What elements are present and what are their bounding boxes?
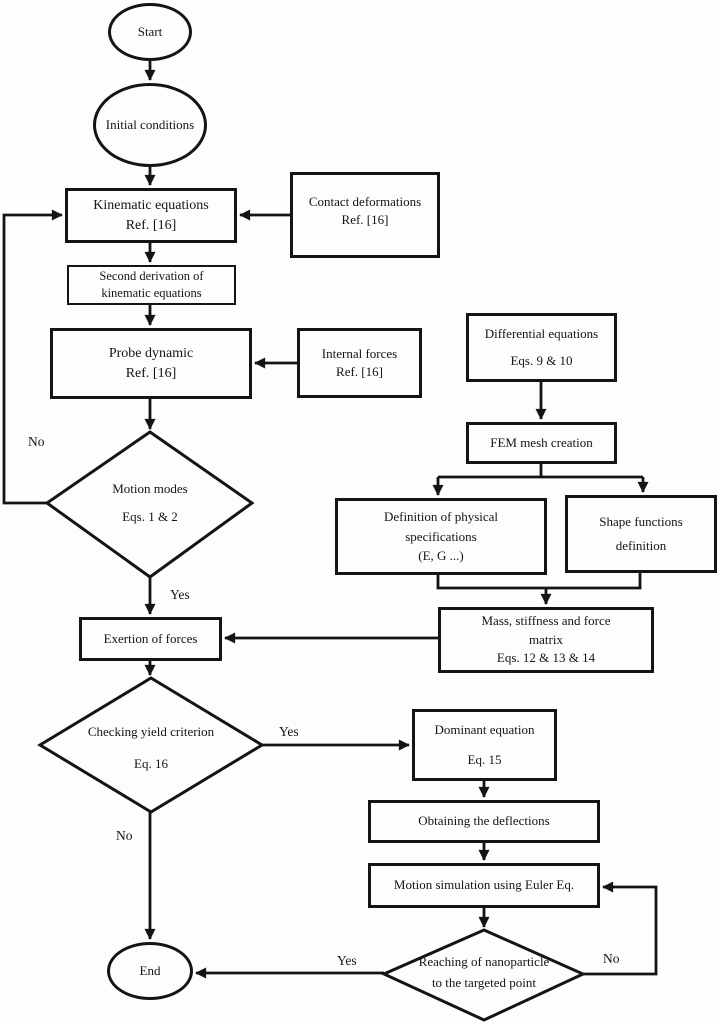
branch-label-yes: Yes [337, 953, 357, 968]
node-label: Start [137, 23, 163, 39]
node-label: Second derivation of [99, 269, 204, 284]
node-label: End [139, 962, 161, 978]
node-obtaining-deflections: Obtaining the deflections [368, 800, 600, 843]
node-ref: Ref. [16] [336, 364, 383, 379]
node-label: Dominant equation [434, 721, 535, 737]
node-label: matrix [529, 631, 563, 647]
node-contact-deformations: Contact deformations Ref. [16] [290, 172, 440, 258]
node-end: End [107, 942, 193, 1000]
edge-motionmodes-no-feedback [2, 209, 63, 505]
node-eq: Eqs. 12 & 13 & 14 [496, 650, 596, 666]
edge-reaching-no-loop [583, 881, 658, 976]
node-second-derivation: Second derivation of kinematic equations [67, 265, 236, 305]
node-label: Motion simulation using Euler Eq. [393, 877, 575, 893]
node-label: Probe dynamic [108, 345, 194, 361]
node-internal-forces: Internal forces Ref. [16] [297, 328, 422, 398]
node-mass-stiffness-matrix: Mass, stiffness and force matrix Eqs. 12… [438, 607, 654, 673]
node-start: Start [108, 3, 192, 61]
node-label: FEM mesh creation [490, 434, 593, 450]
node-label: Internal forces [321, 345, 398, 361]
node-shape-functions: Shape functions definition [565, 495, 717, 573]
branch-label-yes: Yes [279, 724, 299, 739]
node-definition-physical: Definition of physical specifications (E… [335, 498, 547, 575]
node-label: Exertion of forces [103, 630, 198, 646]
node-probe-dynamic: Probe dynamic Ref. [16] [50, 328, 252, 399]
node-label: Contact deformations [308, 194, 422, 209]
node-label: Definition of physical [383, 509, 499, 525]
node-fem-mesh-creation: FEM mesh creation [466, 422, 617, 464]
node-exertion-of-forces: Exertion of forces [79, 617, 222, 661]
branch-label-no: No [603, 951, 620, 966]
node-label: (E, G ...) [418, 548, 464, 564]
node-initial-conditions: Initial conditions [93, 83, 207, 167]
node-ref: Ref. [16] [125, 217, 177, 233]
node-label: Mass, stiffness and force [481, 612, 611, 628]
branch-label-no: No [28, 434, 45, 449]
node-motion-simulation: Motion simulation using Euler Eq. [368, 863, 600, 908]
node-differential-equations: Differential equations Eqs. 9 & 10 [466, 313, 617, 382]
node-label: definition [615, 537, 667, 553]
node-ref: Ref. [16] [341, 212, 389, 228]
node-label: kinematic equations [101, 286, 202, 300]
decision-reaching-nanoparticle [380, 928, 587, 1022]
node-eq: Eqs. 9 & 10 [510, 353, 573, 368]
node-label: Obtaining the deflections [418, 813, 550, 829]
node-label: Kinematic equations [93, 197, 209, 213]
node-dominant-equation: Dominant equation Eq. 15 [412, 709, 557, 781]
branch-label-yes: Yes [170, 587, 190, 602]
node-label: Initial conditions [105, 116, 195, 132]
node-label: Differential equations [484, 325, 599, 341]
decision-motion-modes [44, 430, 255, 579]
node-ref: Ref. [16] [125, 365, 177, 381]
node-label: specifications [405, 528, 477, 544]
branch-label-no: No [116, 828, 133, 843]
node-kinematic-equations: Kinematic equations Ref. [16] [65, 188, 237, 243]
decision-checking-yield [37, 676, 265, 814]
node-eq: Eq. 15 [467, 752, 502, 767]
node-label: Shape functions [599, 514, 683, 530]
